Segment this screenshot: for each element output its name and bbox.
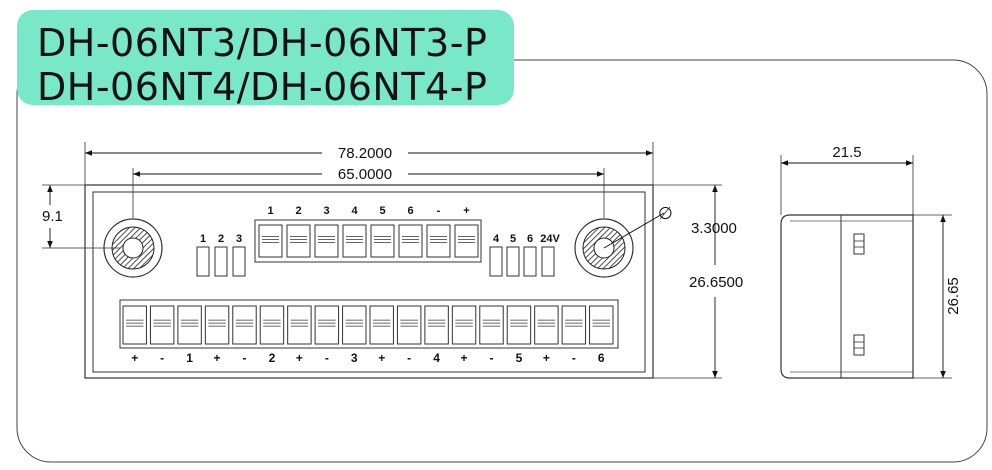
side-latch-top [853, 233, 865, 255]
model-title-line-1: DH-06NT3/DH-06NT3-P [37, 21, 488, 65]
model-title-badge: DH-06NT3/DH-06NT3-P DH-06NT4/DH-06NT4-P [17, 10, 514, 109]
top-terminal-slot [426, 224, 451, 258]
led-label: 3 [236, 233, 242, 245]
bottom-terminal-slot [396, 305, 422, 345]
bottom-terminal-slot [451, 305, 477, 345]
side-latch-bottom [853, 334, 865, 356]
top-terminal-label: 1 [267, 205, 273, 217]
housing-outer [84, 184, 654, 379]
bottom-terminal-label: + [461, 351, 468, 365]
bottom-terminal-slot [149, 305, 175, 345]
bottom-terminal-slot [561, 305, 587, 345]
dim-overall-width: 78.2000 [84, 142, 654, 185]
bottom-terminal-label: 4 [433, 351, 440, 365]
bottom-terminal-label: - [572, 351, 576, 365]
bottom-terminal-slot [232, 305, 257, 345]
dim-side-height: 26.65 [913, 214, 962, 379]
bottom-terminal-slot [287, 305, 312, 345]
top-terminal-label: - [437, 205, 441, 217]
dim-side-depth-text: 21.5 [832, 144, 861, 161]
dim-hole-diameter: ∅ 3.3000 [603, 204, 737, 249]
led-group-right [489, 246, 555, 277]
model-title-line-2: DH-06NT4/DH-06NT4-P [37, 65, 488, 109]
bottom-terminal-label: + [378, 351, 385, 365]
dim-hole-spacing: 65.0000 [132, 166, 605, 218]
top-terminal-slot [342, 224, 367, 258]
bottom-terminal-label: + [131, 351, 138, 365]
bottom-terminal-label: 3 [351, 351, 358, 365]
led-label: 6 [527, 233, 533, 245]
top-terminal-slot [258, 224, 283, 258]
bottom-terminal-label: + [214, 351, 221, 365]
bottom-terminal-slots [122, 305, 614, 345]
bottom-terminal-slot [589, 305, 614, 345]
dim-height-text: 26.6500 [689, 274, 743, 291]
dim-hole-offset: 9.1 [42, 184, 120, 249]
bottom-terminal-slot [204, 305, 230, 345]
bottom-terminal-slot [369, 305, 394, 345]
top-terminal-block [254, 219, 482, 263]
bottom-terminal-slot [479, 305, 504, 345]
led-group-left [196, 246, 246, 277]
side-body [780, 214, 914, 379]
top-terminal-labels: 1 2 3 4 5 6 - + [267, 205, 469, 217]
dim-height: 26.6500 [653, 184, 743, 379]
mounting-hole-left [103, 218, 163, 278]
dim-hole-diameter-text: 3.3000 [691, 220, 737, 237]
bottom-terminal-slot [314, 305, 340, 345]
bottom-terminal-label: - [243, 351, 247, 365]
bottom-terminal-slot [534, 305, 559, 345]
side-view: 21.5 26.65 [780, 144, 962, 379]
top-terminal-label: 2 [295, 205, 301, 217]
top-terminal-slots [258, 224, 479, 258]
led-label: 24V [540, 233, 560, 245]
bottom-terminal-slot [342, 305, 367, 345]
top-terminal-label: 3 [323, 205, 329, 217]
top-terminal-slot [398, 224, 423, 258]
led-label: 5 [510, 233, 516, 245]
led-label: 4 [493, 233, 500, 245]
led-label: 2 [218, 233, 224, 245]
top-terminal-slot [370, 224, 395, 258]
top-terminal-label: 4 [351, 205, 358, 217]
bottom-terminal-slot [259, 305, 285, 345]
housing-inner [92, 191, 646, 373]
dim-side-height-text: 26.65 [945, 277, 962, 315]
diameter-symbol: ∅ [658, 204, 673, 223]
bottom-terminal-slot [122, 305, 147, 345]
top-terminal-label: + [463, 205, 469, 217]
dim-hole-offset-text: 9.1 [42, 208, 63, 225]
bottom-terminal-label: - [490, 351, 494, 365]
top-terminal-slot [454, 224, 479, 258]
bottom-terminal-label: 1 [186, 351, 193, 365]
dim-hole-spacing-text: 65.0000 [338, 166, 392, 183]
top-terminal-slot [286, 224, 311, 258]
bottom-terminal-block [119, 299, 619, 349]
bottom-terminal-label: + [543, 351, 550, 365]
bottom-terminal-label: 2 [269, 351, 276, 365]
bottom-terminal-labels: + - 1 + - 2 + - 3 + - 4 + - 5 + - 6 [131, 351, 605, 365]
top-terminal-slot [314, 224, 339, 258]
dim-side-depth: 21.5 [780, 144, 914, 215]
led-label: 1 [200, 233, 206, 245]
bottom-terminal-slot [506, 305, 532, 345]
dim-overall-width-text: 78.2000 [338, 145, 392, 162]
bottom-terminal-label: - [325, 351, 329, 365]
bottom-terminal-label: 5 [516, 351, 523, 365]
top-terminal-label: 6 [407, 205, 413, 217]
bottom-terminal-label: - [160, 351, 164, 365]
bottom-terminal-slot [424, 305, 449, 345]
bottom-terminal-label: 6 [598, 351, 605, 365]
top-terminal-label: 5 [379, 205, 385, 217]
bottom-terminal-label: - [407, 351, 411, 365]
bottom-terminal-slot [177, 305, 202, 345]
bottom-terminal-label: + [296, 351, 303, 365]
